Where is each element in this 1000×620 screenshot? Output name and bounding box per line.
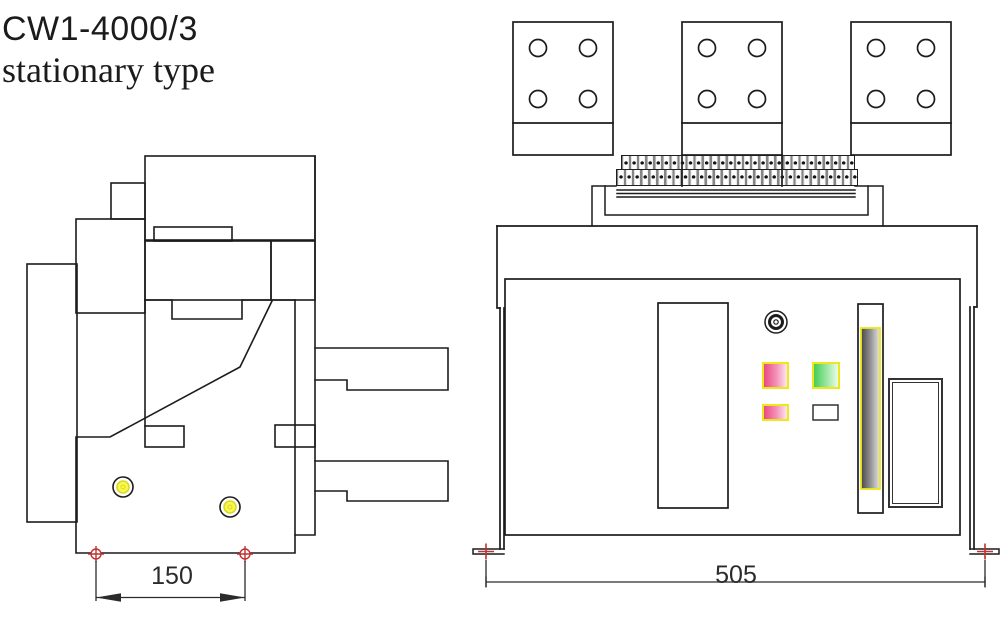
rating-strip-window [857, 303, 884, 514]
front-view [472, 21, 1000, 555]
side-view-mounting-markers [88, 546, 253, 562]
busbar-plate [681, 21, 783, 187]
mounting-feet [472, 548, 1000, 555]
front-view-mounting-markers [478, 543, 993, 560]
title-model: CW1-4000/3 [2, 10, 198, 48]
bolt-head-icon [219, 496, 241, 518]
side-view-terminal-arms [314, 347, 449, 502]
busbar-plate [850, 21, 952, 156]
front-view-dimension-lines [485, 560, 986, 588]
side-view [26, 155, 449, 554]
cross-marker-icon [977, 543, 993, 560]
side-view-dimension-lines [95, 561, 246, 602]
busbar-plate [512, 21, 614, 156]
bolt-head-icon [112, 476, 134, 498]
indicator-button-white [812, 404, 839, 421]
indicator-button-pink-small [762, 404, 789, 421]
title-variant: stationary type [2, 50, 215, 90]
terminal-shelf [591, 185, 884, 227]
panel-window [657, 302, 729, 509]
side-view-dimension-label: 150 [151, 562, 193, 590]
breaker-body [496, 225, 978, 550]
terminal-strip-bottom-row [616, 169, 858, 186]
indicator-button-green [812, 362, 840, 389]
front-view-dimension-label: 505 [715, 561, 757, 589]
nameplate-frame [888, 378, 943, 508]
crosshair-marker-icon [88, 546, 104, 562]
crosshair-marker-icon [237, 546, 253, 562]
indicator-button-pink-large [762, 362, 789, 389]
charge-knob-icon [764, 310, 788, 334]
side-view-outline [26, 155, 316, 554]
cross-marker-icon [478, 543, 494, 560]
